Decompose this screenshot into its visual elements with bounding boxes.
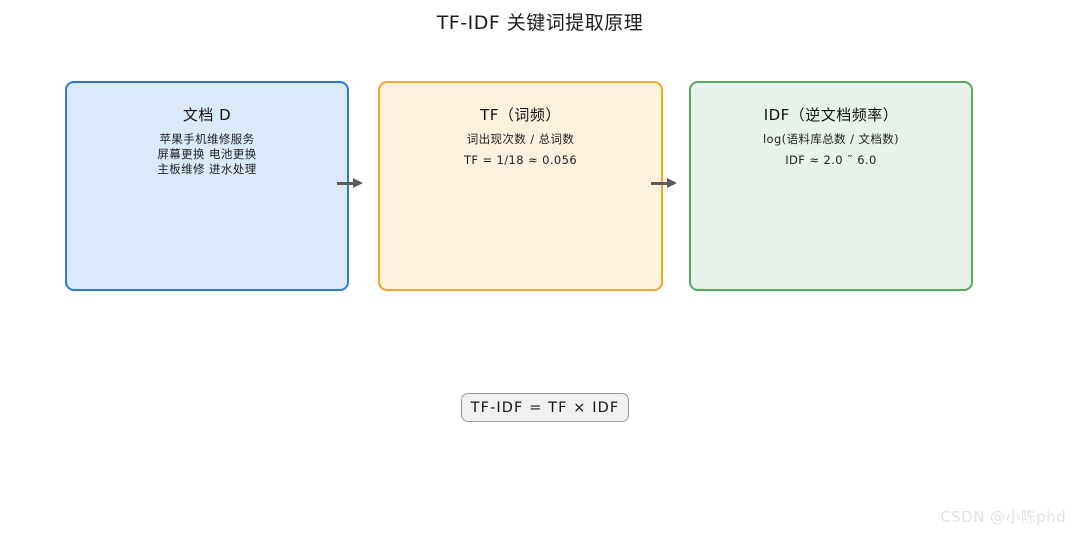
flow-box-tf: TF（词频） 词出现次数 / 总词数 TF = 1/18 ≈ 0.056 xyxy=(378,81,663,291)
formula-text: TF-IDF = TF × IDF xyxy=(470,399,620,416)
flow-box-document-line-1: 苹果手机维修服务 xyxy=(159,132,255,146)
flow-box-tf-line-1: 词出现次数 / 总词数 xyxy=(466,132,575,146)
arrow-doc-to-tf-icon xyxy=(337,178,363,188)
flow-box-idf: IDF（逆文档频率） log(语料库总数 / 文档数) IDF ≈ 2.0 ˜ … xyxy=(689,81,973,291)
arrow-shaft xyxy=(651,181,669,185)
flow-box-document: 文档 D 苹果手机维修服务 屏幕更换 电池更换 主板维修 进水处理 xyxy=(65,81,349,291)
flow-box-idf-line-2: IDF ≈ 2.0 ˜ 6.0 xyxy=(785,153,877,167)
flow-box-document-line-2: 屏幕更换 电池更换 xyxy=(157,147,257,161)
formula-box: TF-IDF = TF × IDF xyxy=(461,393,629,422)
flow-box-document-line-3: 主板维修 进水处理 xyxy=(157,162,257,176)
arrow-shaft xyxy=(337,181,355,185)
arrow-tf-to-idf-icon xyxy=(651,178,677,188)
flow-box-document-content: 文档 D 苹果手机维修服务 屏幕更换 电池更换 主板维修 进水处理 xyxy=(67,105,347,177)
arrow-head xyxy=(667,178,677,188)
flow-box-document-heading: 文档 D xyxy=(182,106,232,124)
arrow-head xyxy=(353,178,363,188)
flow-box-idf-content: IDF（逆文档频率） log(语料库总数 / 文档数) IDF ≈ 2.0 ˜ … xyxy=(691,105,971,168)
page-title: TF-IDF 关键词提取原理 xyxy=(436,12,644,34)
flow-box-tf-line-2: TF = 1/18 ≈ 0.056 xyxy=(463,153,578,167)
flow-box-tf-content: TF（词频） 词出现次数 / 总词数 TF = 1/18 ≈ 0.056 xyxy=(380,105,661,168)
flow-box-tf-heading: TF（词频） xyxy=(480,106,561,124)
watermark: CSDN @小陈phd xyxy=(940,508,1066,526)
flow-box-idf-heading: IDF（逆文档频率） xyxy=(763,106,899,124)
flow-box-idf-line-1: log(语料库总数 / 文档数) xyxy=(762,132,900,146)
